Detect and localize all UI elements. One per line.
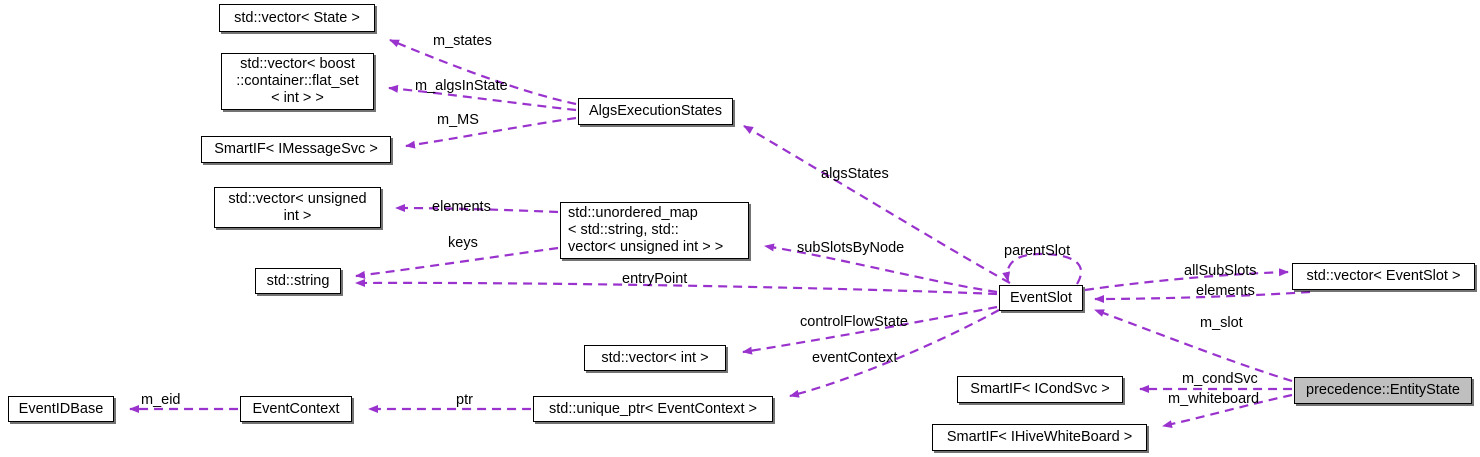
edge-label-keys: keys	[448, 235, 478, 251]
edge-label-ptr: ptr	[456, 392, 473, 408]
edge-label-subslotsbynode: subSlotsByNode	[797, 240, 905, 256]
edge-label-eventcontext: eventContext	[812, 350, 898, 366]
class-node-vector_uint[interactable]: std::vector< unsigned int >	[214, 187, 381, 228]
edge-label-controlflowstate: controlFlowState	[800, 314, 908, 330]
class-node-vector_state[interactable]: std::vector< State >	[219, 4, 375, 32]
edge-m-states	[389, 38, 577, 106]
edge-label-entrypoint: entryPoint	[622, 271, 688, 287]
class-node-vector_int[interactable]: std::vector< int >	[584, 345, 726, 371]
class-node-event_slot[interactable]: EventSlot	[999, 285, 1083, 311]
class-node-vector_eventslot[interactable]: std::vector< EventSlot >	[1292, 263, 1475, 290]
class-node-entity_state[interactable]: precedence::EntityState	[1294, 377, 1472, 404]
edge-label-elements_umap: elements	[432, 199, 491, 215]
class-node-algs_exec_states[interactable]: AlgsExecutionStates	[578, 98, 733, 125]
class-node-event_id_base[interactable]: EventIDBase	[8, 396, 114, 422]
edge-label-elements_vecslot: elements	[1196, 283, 1255, 299]
edge-algsstates	[743, 125, 1011, 284]
class-node-vector_flatset[interactable]: std::vector< boost ::container::flat_set…	[221, 53, 374, 110]
edge-label-algsstates: algsStates	[821, 166, 889, 182]
edge-keys	[355, 246, 559, 279]
class-node-unique_ptr_ctx[interactable]: std::unique_ptr< EventContext >	[533, 396, 773, 422]
edge-label-allsubslots: allSubSlots	[1184, 263, 1257, 279]
class-node-smartif_imsgsvc[interactable]: SmartIF< IMessageSvc >	[201, 136, 391, 163]
edge-label-m_states: m_states	[433, 33, 492, 49]
class-node-std_string[interactable]: std::string	[255, 268, 341, 294]
class-node-event_context[interactable]: EventContext	[240, 396, 352, 422]
edge-m-ms	[405, 116, 577, 149]
edge-label-m_eid: m_eid	[141, 392, 181, 408]
edge-label-m_algsinstate: m_algsInState	[415, 78, 508, 94]
edge-label-m_slot: m_slot	[1200, 315, 1243, 331]
edge-label-m_whiteboard: m_whiteboard	[1168, 391, 1260, 407]
class-node-smartif_iwhiteboard[interactable]: SmartIF< IHiveWhiteBoard >	[932, 424, 1147, 451]
edge-label-parentslot: parentSlot	[1004, 243, 1071, 259]
edge-label-m_condsvc: m_condSvc	[1182, 371, 1258, 387]
edge-label-m_ms: m_MS	[437, 112, 479, 128]
class-node-unordered_map[interactable]: std::unordered_map < std::string, std:: …	[560, 202, 749, 259]
class-node-smartif_icondsvc[interactable]: SmartIF< ICondSvc >	[957, 376, 1123, 403]
